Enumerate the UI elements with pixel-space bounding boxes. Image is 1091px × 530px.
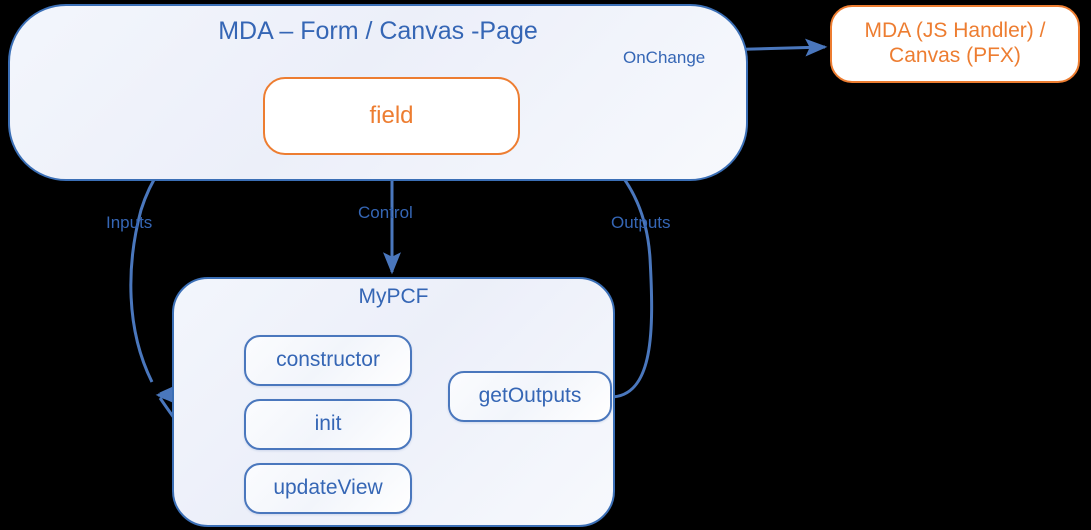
handler-node-label-line1: MDA (JS Handler) / [864,19,1046,43]
updateview-node-label: updateView [273,476,383,500]
edge-label-inputs: Inputs [106,213,153,232]
field-node-label: field [369,101,414,129]
field-node[interactable]: field [263,77,520,155]
init-node[interactable]: init [244,399,412,450]
edge-label-outputs: Outputs [611,213,671,232]
handler-node-label-line2: Canvas (PFX) [889,44,1021,67]
mda-form-canvas-page-container: MDA – Form / Canvas -Page [8,4,748,181]
constructor-node-label: constructor [276,348,380,372]
init-node-label: init [314,412,342,436]
getoutputs-node-label: getOutputs [478,384,582,408]
edge-label-control: Control [358,203,413,222]
mypcf-container-title: MyPCF [358,285,429,308]
edge-label-onchange: OnChange [623,48,706,67]
getoutputs-node[interactable]: getOutputs [448,371,612,422]
outer-container-title: MDA – Form / Canvas -Page [218,17,538,45]
constructor-node[interactable]: constructor [244,335,412,386]
mda-js-handler-canvas-pfx-node[interactable]: MDA (JS Handler) / Canvas (PFX) [830,5,1080,83]
handler-node-label: MDA (JS Handler) / Canvas (PFX) [865,19,1046,69]
updateview-node[interactable]: updateView [244,463,412,514]
